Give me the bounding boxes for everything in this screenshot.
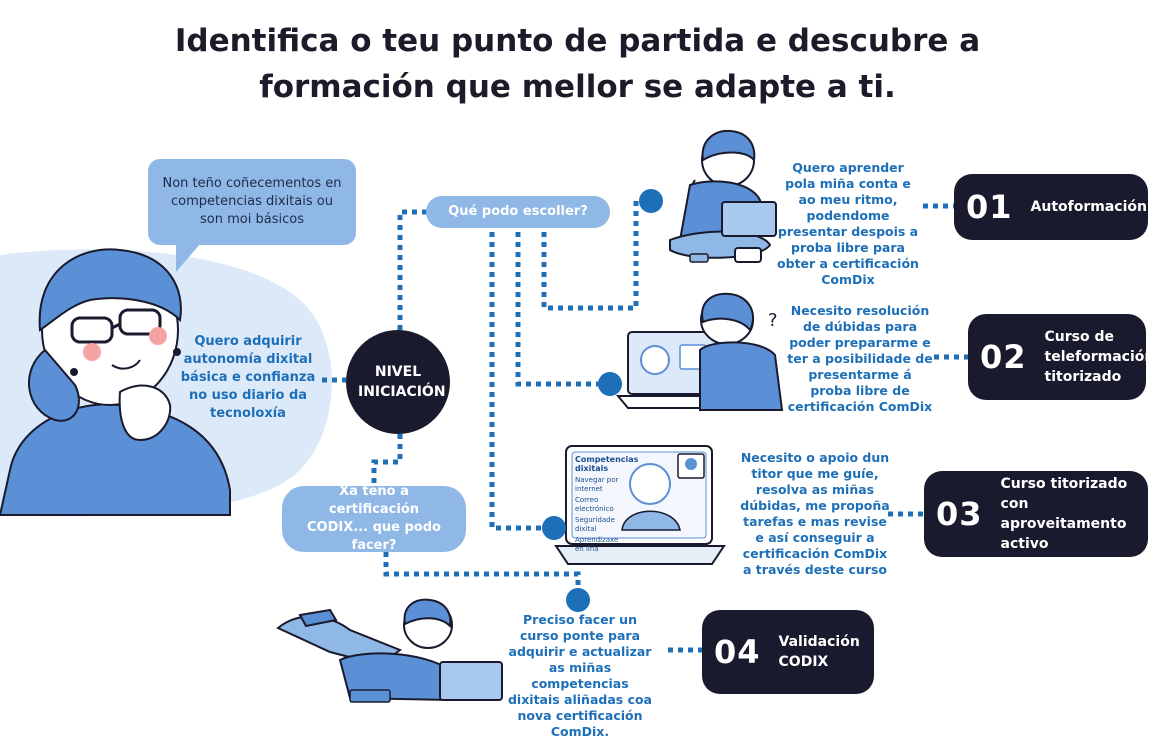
option-card-04-number: 04: [714, 633, 761, 671]
option-card-02-number: 02: [980, 338, 1027, 376]
option-card-02[interactable]: 02 Curso de teleformación titorizado: [968, 314, 1155, 400]
connector-dot-3: [542, 516, 566, 540]
option-card-01-label: Autoformación: [1030, 199, 1147, 215]
option-card-01[interactable]: 01 Autoformación: [954, 174, 1148, 240]
nivel-iniciacion-label: NIVEL INICIACIÓN: [358, 364, 446, 400]
connector-dot-2: [598, 372, 622, 396]
svg-text:?: ?: [768, 310, 778, 331]
option-2-description: Necesito resolución de dúbidas para pode…: [787, 303, 933, 414]
self-learning-character-illustration: [669, 129, 777, 263]
lying-character-illustration: [276, 598, 503, 703]
laptop-screen-item: Aprendizaxe en liña: [575, 536, 619, 553]
speech-bubble: Non teño coñecementos en competencias di…: [148, 159, 356, 245]
question-codix-pill: Xa teño a certificación CODIX... que pod…: [282, 484, 466, 553]
diagram-illustrations: ?: [0, 129, 968, 703]
laptop-screen-item: Seguridade dixital: [575, 516, 615, 533]
title-line-1: Identifica o teu punto de partida e desc…: [174, 23, 981, 59]
connector-dot-4: [566, 588, 590, 612]
option-card-03-number: 03: [936, 495, 983, 533]
question-choose-pill: Qué podo escoller?: [426, 196, 610, 228]
page-title: Identifica o teu punto de partida e desc…: [0, 18, 1155, 110]
option-1-description: Quero aprender pola miña conta e ao meu …: [777, 160, 919, 287]
option-card-01-number: 01: [966, 188, 1013, 226]
option-3-description: Necesito o apoio dun titor que me guíe, …: [740, 450, 890, 577]
question-choose-text: Qué podo escoller?: [448, 204, 588, 219]
nivel-iniciacion-node: NIVEL INICIACIÓN: [346, 330, 450, 434]
left-goal-text: Quero adquirir autonomía dixital básica …: [180, 334, 316, 421]
option-4-description: Preciso facer un curso ponte para adquir…: [507, 612, 652, 739]
title-line-2: formación que mellor se adapte a ti.: [259, 69, 896, 105]
option-card-03[interactable]: 03 Curso titorizado con aproveitamento a…: [924, 471, 1148, 557]
thinking-character-illustration: [0, 248, 231, 516]
option-card-04[interactable]: 04 Validación CODIX: [702, 610, 874, 694]
tutor-laptop-illustration: [554, 445, 726, 565]
speech-bubble-text: Non teño coñecementos en competencias di…: [162, 176, 342, 227]
laptop-screen-heading: Competencias dixitais: [575, 455, 639, 473]
laptop-screen-content: Competencias dixitais Navegar por intern…: [575, 455, 639, 554]
speech-bubble-tail: [176, 244, 200, 272]
option-card-03-label: Curso titorizado con aproveitamento acti…: [1000, 476, 1128, 552]
option-card-02-label: Curso de teleformación titorizado: [1044, 329, 1155, 385]
question-codix-text: Xa teño a certificación CODIX... que pod…: [307, 484, 441, 553]
laptop-screen-item: Navegar por internet: [575, 476, 619, 493]
teleformation-character-illustration: ?: [615, 292, 784, 411]
option-card-04-label: Validación CODIX: [778, 634, 860, 670]
laptop-screen-item: Correo electrónico: [575, 496, 614, 513]
connector-dot-1: [639, 189, 663, 213]
